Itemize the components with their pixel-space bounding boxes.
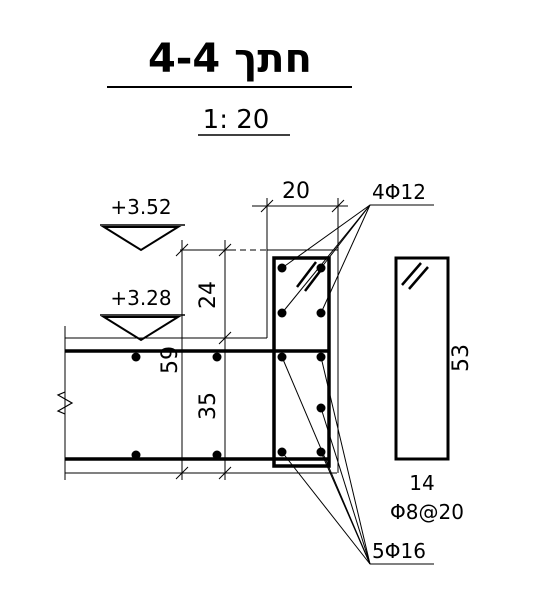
slab	[56, 326, 337, 480]
level-marker-top: +3.52	[100, 195, 185, 252]
dimension-lines	[175, 198, 348, 480]
stirrup-spec-label: Φ8@20	[390, 500, 464, 524]
leader-lines	[281, 204, 434, 565]
stirrup-width-dimension: 14	[409, 471, 434, 495]
beam-stirrup	[272, 256, 331, 468]
top-bars-label: 4Φ12	[372, 180, 426, 204]
beam-width-dimension: 20	[282, 179, 310, 204]
stirrup-detail	[394, 256, 450, 461]
drop-height-dimension: 24	[196, 281, 221, 309]
level-marker-bottom: +3.28	[100, 286, 185, 342]
level-top-label: +3.52	[110, 195, 171, 219]
drawing-title: חתך 4-4	[148, 36, 312, 82]
level-bottom-label: +3.28	[110, 286, 171, 310]
slab-depth-dimension: 35	[196, 392, 221, 420]
total-height-dimension: 59	[158, 346, 183, 374]
stirrup-height-dimension: 53	[449, 344, 474, 372]
scale-label: 1: 20	[203, 105, 270, 135]
bottom-bars-label: 5Φ16	[372, 539, 426, 563]
